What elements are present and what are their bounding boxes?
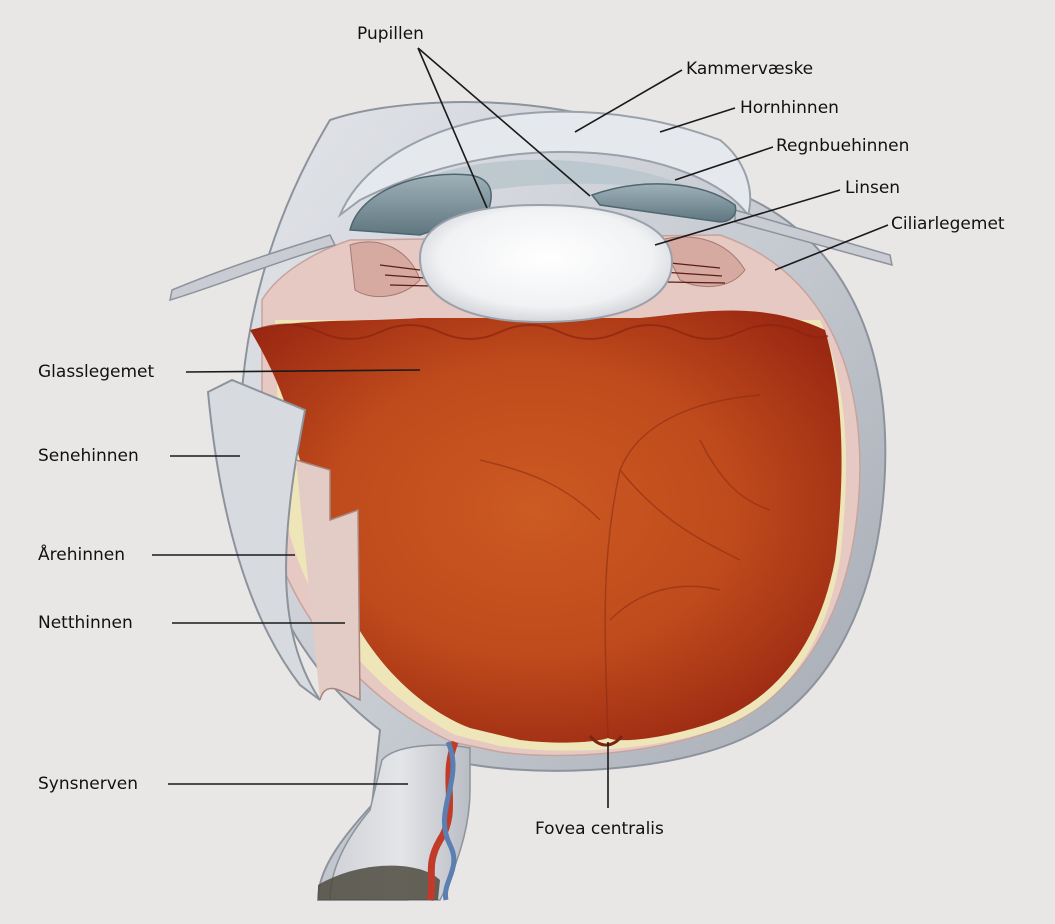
label-kammervaeske: Kammervæske (686, 59, 813, 79)
label-arehinnen: Årehinnen (38, 543, 125, 565)
label-hornhinnen: Hornhinnen (740, 98, 839, 118)
lens (420, 205, 672, 322)
label-synsnerven: Synsnerven (38, 774, 138, 794)
label-pupillen: Pupillen (357, 24, 424, 44)
label-regnbuehinnen: Regnbuehinnen (776, 136, 909, 156)
label-linsen: Linsen (845, 178, 900, 198)
label-fovea-centralis: Fovea centralis (535, 819, 664, 839)
label-netthinnen: Netthinnen (38, 613, 133, 633)
label-senehinnen: Senehinnen (38, 446, 139, 466)
label-glasslegemet: Glasslegemet (38, 362, 154, 382)
label-ciliarlegemet: Ciliarlegemet (891, 214, 1005, 234)
